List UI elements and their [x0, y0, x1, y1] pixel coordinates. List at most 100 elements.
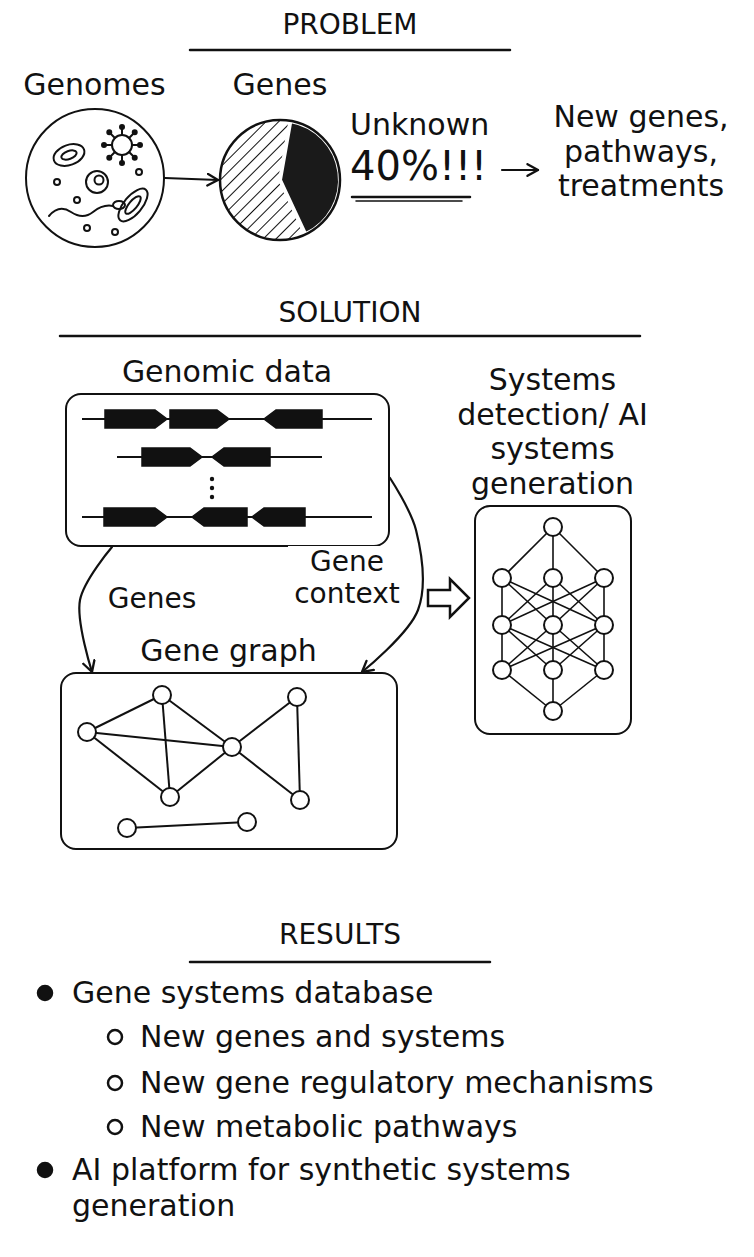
graph-vertex	[161, 788, 179, 806]
section-heading: PROBLEM	[200, 8, 500, 42]
particle	[84, 225, 90, 231]
node-text: 40%!!!	[350, 143, 502, 189]
network-neuron	[595, 616, 613, 634]
virus-spike-tip	[120, 125, 124, 129]
heading-underline	[190, 961, 490, 964]
node-illustration	[27, 110, 162, 245]
particle	[74, 197, 80, 203]
network-neuron	[544, 616, 562, 634]
section-heading: RESULTS	[190, 918, 490, 952]
rod-cell	[113, 201, 125, 209]
graph-link	[170, 747, 232, 797]
graph-link	[232, 747, 300, 800]
gene-graph-box: Gene graph	[60, 672, 398, 850]
virus-spike-tip	[120, 161, 124, 165]
bullet-text: AI platform for synthetic systems genera…	[72, 1152, 712, 1224]
graph-link	[87, 732, 232, 747]
graph-vertex	[238, 813, 256, 831]
ellipsis-dot	[210, 477, 214, 481]
sub-bullet-text: New gene regulatory mechanisms	[140, 1065, 745, 1101]
ellipsis-dot	[210, 495, 214, 499]
network-link	[502, 527, 553, 578]
pie-known-part	[220, 120, 340, 240]
emphasis-underline	[352, 196, 470, 199]
network-link	[553, 578, 604, 625]
network-neuron	[544, 518, 562, 536]
bullet-dot	[38, 986, 52, 1000]
graph-vertex	[118, 819, 136, 837]
network-link	[553, 625, 604, 670]
gene-arrow	[170, 410, 229, 428]
network-neuron	[544, 702, 562, 720]
virus-spike-tip	[107, 156, 111, 160]
gene-arrow	[252, 508, 305, 526]
virus-spike-tip	[102, 143, 106, 147]
capsule-cell	[113, 184, 153, 226]
ai-systems-box: Systems detection/ AI systems generation	[474, 505, 632, 735]
heading-underline	[190, 49, 510, 52]
emphasis-underline	[356, 200, 462, 202]
pie-unknown-part	[280, 121, 340, 234]
genome-tracks	[82, 410, 372, 526]
cell-nucleus	[95, 176, 104, 185]
cell	[86, 171, 108, 193]
genes-pie: Genes	[218, 118, 342, 242]
node-heading: Genomic data	[77, 355, 377, 390]
node-illustration	[62, 674, 395, 847]
gene-arrow	[192, 508, 247, 526]
network-link	[502, 578, 553, 625]
node-illustration	[218, 118, 342, 242]
network-link	[553, 625, 604, 670]
graph-vertex	[153, 686, 171, 704]
gene-network	[78, 686, 309, 837]
node-illustration	[67, 395, 387, 544]
particle	[54, 179, 60, 185]
graph-vertex	[291, 791, 309, 809]
virus-spike-tip	[138, 143, 142, 147]
node-heading: Gene graph	[99, 634, 359, 669]
node-illustration	[476, 507, 629, 732]
virus-spike-tip	[133, 156, 137, 160]
edge-label: Gene context	[288, 546, 406, 610]
graph-link	[297, 697, 300, 800]
graph-link	[87, 695, 162, 732]
bullet-circle	[108, 1120, 122, 1134]
node-text: New genes, pathways, treatments	[538, 100, 744, 204]
genomic-data-box: Genomic data	[65, 393, 390, 547]
bullet-text: Gene systems database	[72, 975, 732, 1011]
node-heading: Genomes	[10, 68, 180, 103]
bacterium	[51, 140, 88, 170]
bullet-circle	[108, 1076, 122, 1090]
virus-spike-tip	[107, 130, 111, 134]
network-neuron	[544, 569, 562, 587]
network-link	[502, 625, 553, 670]
outcome-text: New genes, pathways, treatments	[538, 100, 744, 204]
graph-vertex	[223, 738, 241, 756]
virus-spike-tip	[133, 130, 137, 134]
ellipsis-dot	[210, 486, 214, 490]
network-link	[502, 578, 553, 625]
graph-link	[162, 695, 170, 797]
genomes-circle: Genomes	[25, 108, 165, 248]
bullet-circle	[108, 1030, 122, 1044]
graph-link	[127, 822, 247, 828]
gene-arrow	[105, 410, 167, 428]
bacterium-core	[60, 149, 78, 162]
network-neuron	[493, 569, 511, 587]
gene-arrow	[264, 410, 322, 428]
section-heading: SOLUTION	[200, 296, 500, 330]
hollow-arrow	[428, 579, 469, 617]
bullet-dot	[38, 1163, 52, 1177]
graph-link	[232, 697, 297, 747]
connector-arrow	[165, 178, 218, 180]
network-link	[502, 625, 553, 670]
heading-underline	[60, 335, 640, 338]
graph-vertex	[288, 688, 306, 706]
network-neuron	[493, 661, 511, 679]
sub-bullet-text: New genes and systems	[140, 1019, 745, 1055]
neural-network	[493, 518, 613, 720]
network-neuron	[493, 616, 511, 634]
graph-link	[162, 695, 232, 747]
connector-arrow	[502, 169, 538, 171]
